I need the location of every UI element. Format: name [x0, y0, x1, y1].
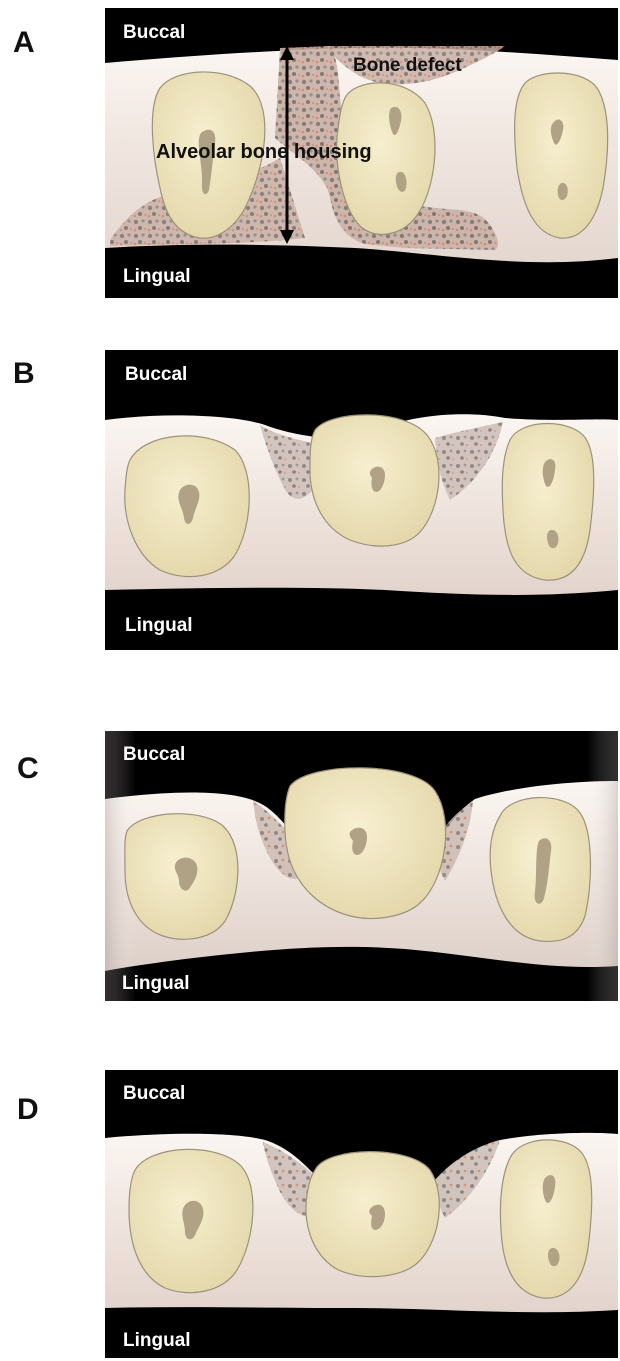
- panel-letter-b: B: [13, 357, 35, 391]
- panel-letter-c: C: [17, 752, 39, 786]
- panel-letter-d: D: [17, 1093, 39, 1127]
- alveolar-bone-housing-label: Alveolar bone housing: [156, 141, 372, 163]
- panel-b-illustration: Buccal Lingual: [105, 350, 618, 650]
- panel-c: Buccal Lingual: [105, 731, 618, 1001]
- buccal-label-c: Buccal: [123, 744, 185, 765]
- buccal-label-b: Buccal: [125, 364, 187, 385]
- panel-letter-a: A: [13, 26, 35, 60]
- panel-c-illustration: Buccal Lingual: [105, 731, 618, 1001]
- panel-d: Buccal Lingual: [105, 1070, 618, 1358]
- panel-a-illustration: Buccal Lingual Bone defect Alveolar bone…: [105, 8, 618, 298]
- buccal-label-d: Buccal: [123, 1083, 185, 1104]
- panel-a: Buccal Lingual Bone defect Alveolar bone…: [105, 8, 618, 298]
- panel-b: Buccal Lingual: [105, 350, 618, 650]
- lingual-label-d: Lingual: [123, 1330, 191, 1351]
- buccal-label-a: Buccal: [123, 22, 185, 43]
- bone-defect-label: Bone defect: [353, 55, 462, 76]
- lingual-label-a: Lingual: [123, 266, 191, 287]
- root-3: [500, 1140, 591, 1298]
- lingual-label-c: Lingual: [122, 973, 190, 994]
- panel-d-illustration: Buccal Lingual: [105, 1070, 618, 1358]
- lingual-label-b: Lingual: [125, 615, 193, 636]
- root-3: [502, 424, 593, 581]
